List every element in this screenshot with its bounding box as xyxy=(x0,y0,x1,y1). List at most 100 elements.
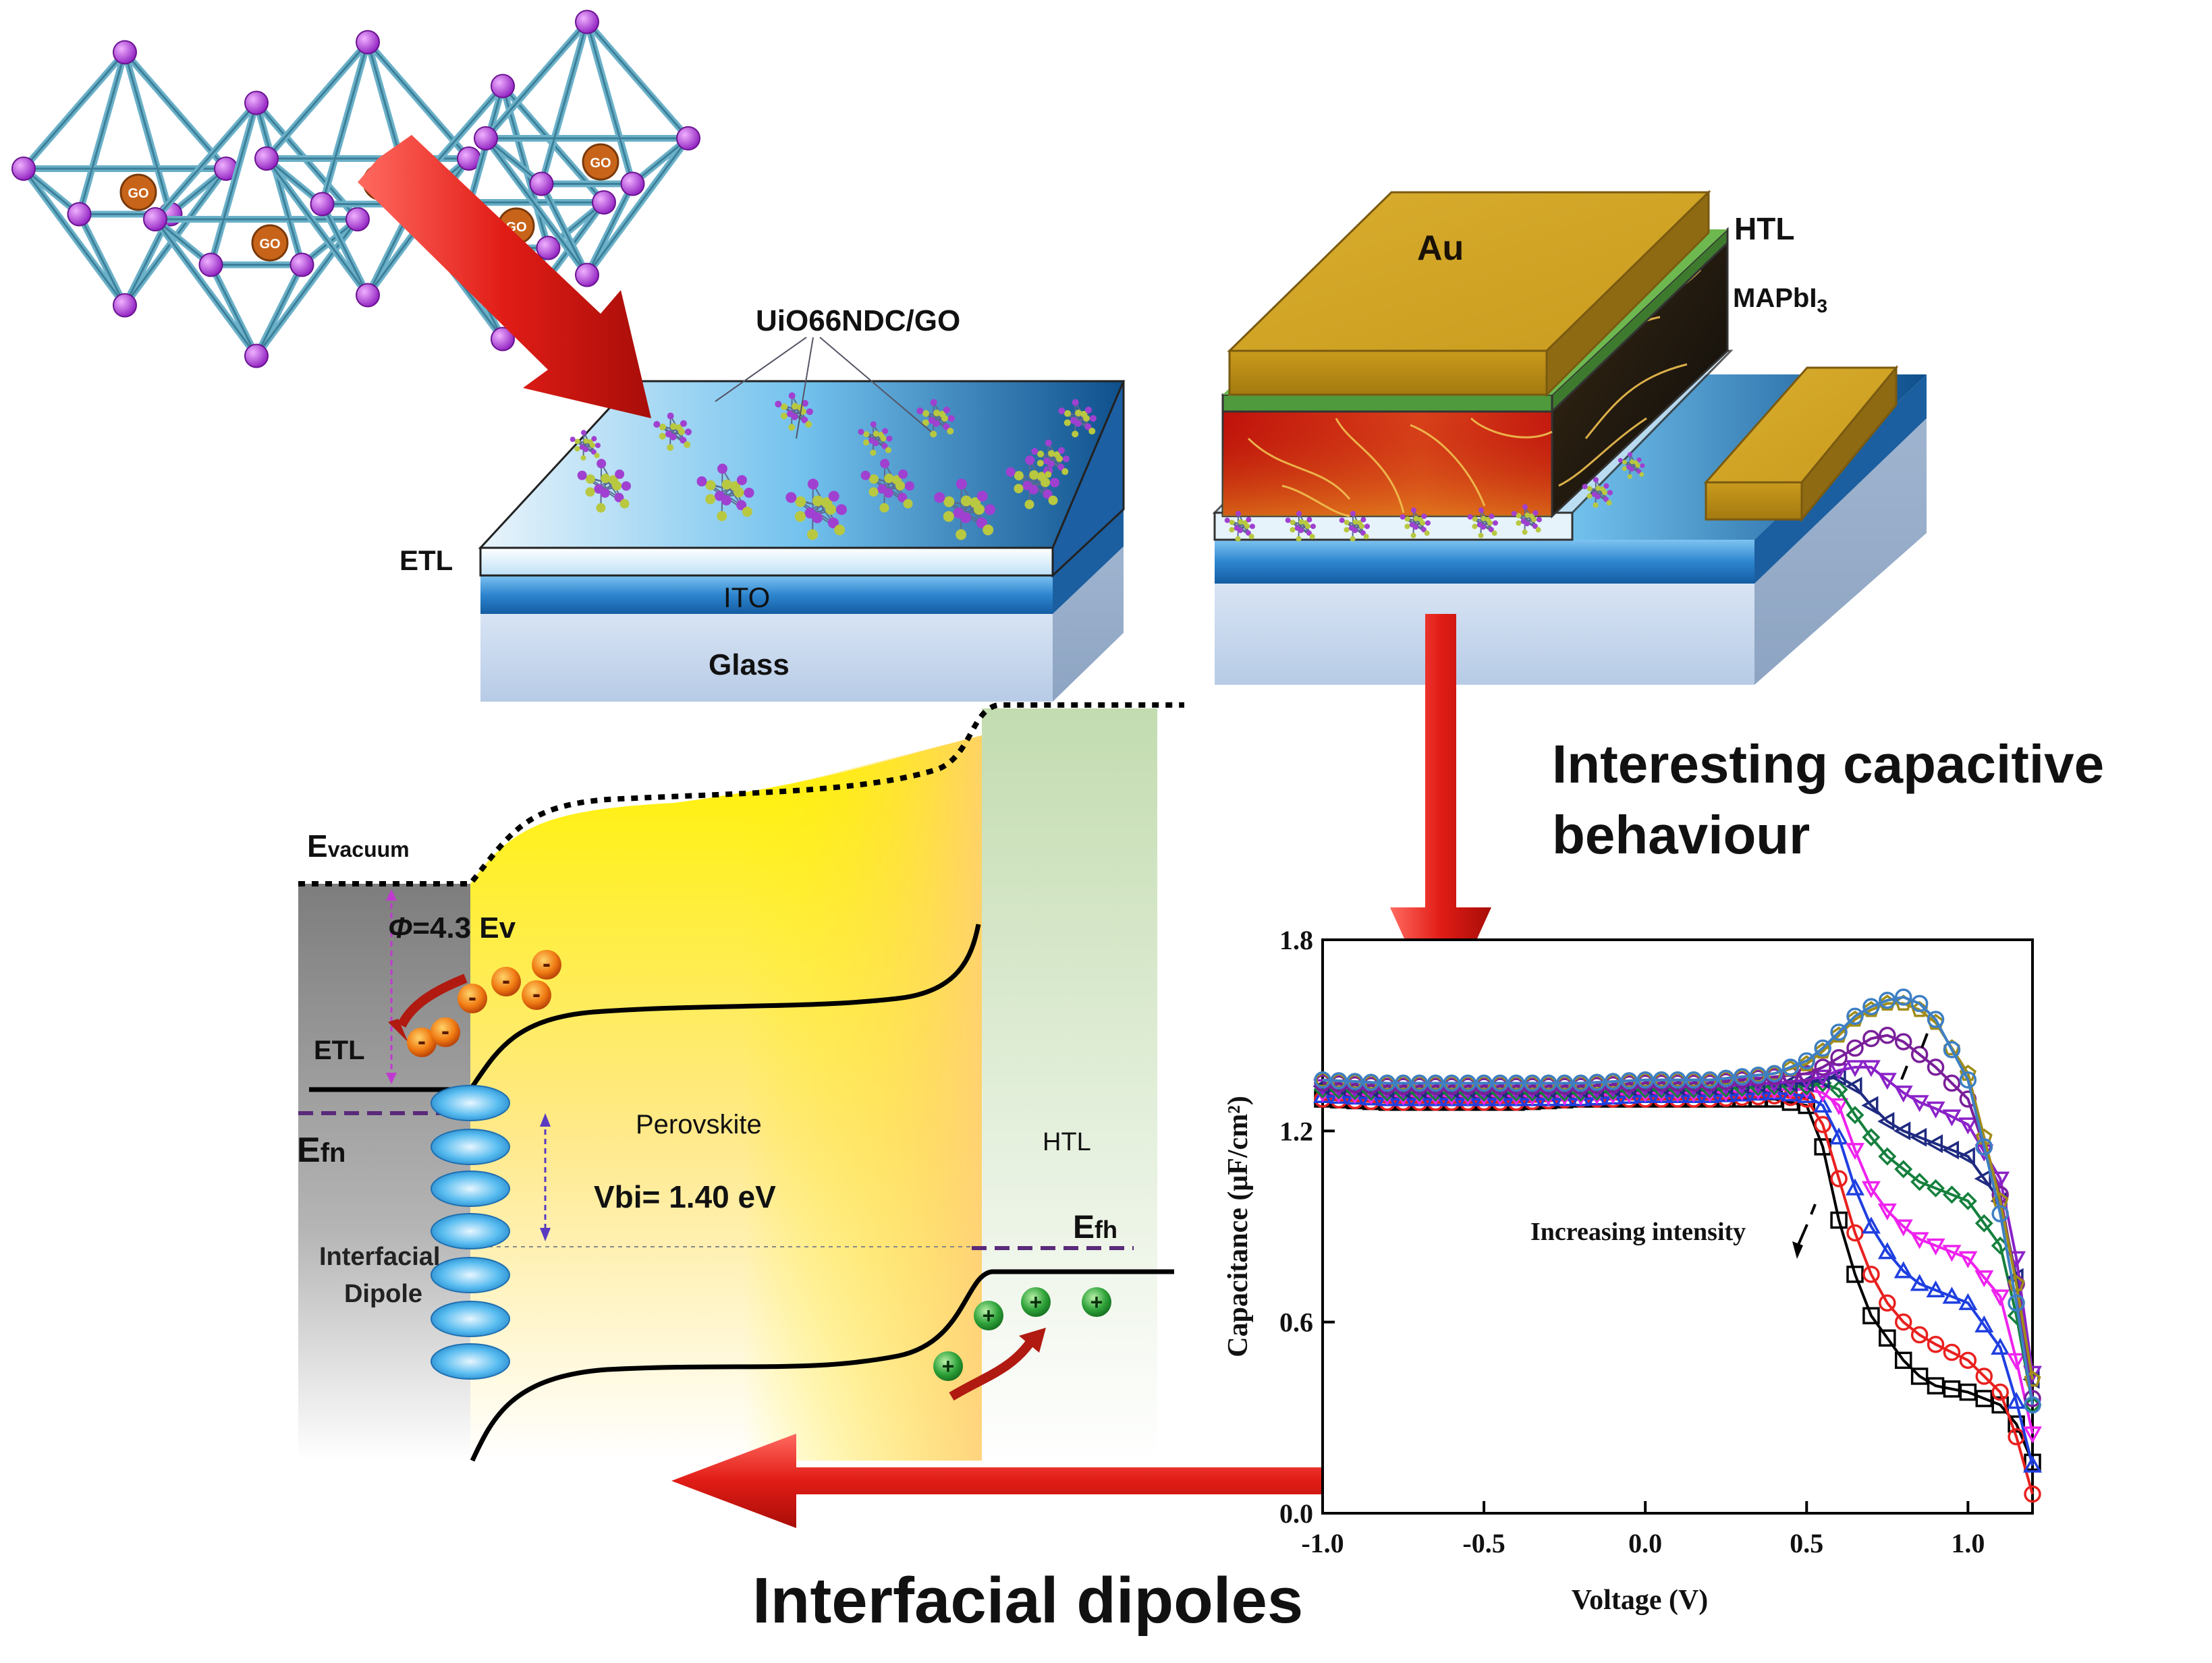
chart-point xyxy=(1846,1010,1864,1027)
crystal-atom xyxy=(788,424,796,431)
chart-point xyxy=(1927,1013,1945,1030)
chart-point xyxy=(1959,1071,1977,1089)
hole xyxy=(933,1351,963,1381)
chart-point xyxy=(2008,1294,2025,1312)
chart-point xyxy=(1636,1071,1654,1089)
crystal-atom xyxy=(1586,486,1593,492)
chart-point xyxy=(1894,1033,1912,1050)
vacuum-label: Evacuum xyxy=(307,828,410,864)
crystal-atom xyxy=(879,503,889,513)
crystal-atom xyxy=(1024,499,1034,509)
crystal-atom xyxy=(976,517,987,529)
crystal-atom xyxy=(1622,459,1627,465)
crystal-atom xyxy=(956,478,967,490)
crystal-atom xyxy=(1410,532,1416,538)
chart-point xyxy=(1943,1343,1961,1361)
crystal-atom xyxy=(684,428,692,436)
chart-annotation: Increasing intensity xyxy=(1530,1218,1746,1246)
film-label-leader xyxy=(819,337,932,432)
crystal-atom xyxy=(943,406,950,414)
metal-node xyxy=(244,343,269,368)
crystal-atom xyxy=(1045,471,1052,478)
crystal-atom xyxy=(883,488,893,498)
crystal-atom xyxy=(1031,448,1039,455)
crystal-atom xyxy=(1413,515,1419,522)
mof-linker-core xyxy=(78,52,126,215)
chart-point xyxy=(1894,1160,1913,1179)
mof-linker-core xyxy=(586,183,634,276)
crystal-atom xyxy=(1636,457,1642,462)
chart-point xyxy=(1861,1216,1881,1234)
electron xyxy=(407,1027,437,1057)
crystal-atom xyxy=(1617,457,1623,463)
chart-point xyxy=(1765,1065,1784,1083)
chart-point xyxy=(1539,1074,1557,1092)
crystal-atom xyxy=(1290,519,1296,526)
crystal-atom xyxy=(1350,536,1356,542)
chart-point xyxy=(1845,1077,1862,1096)
crystal-atom xyxy=(675,424,683,431)
crystal-atom xyxy=(1421,513,1427,519)
etl-layer xyxy=(479,546,1054,577)
phi-arrow-head xyxy=(386,889,397,901)
metal-node xyxy=(474,126,498,150)
crystal-atom xyxy=(736,475,747,486)
chart-point xyxy=(1942,1245,1962,1262)
chart-point xyxy=(1893,1219,1913,1237)
chart-point xyxy=(2007,1353,2026,1370)
mof-linker-core xyxy=(586,21,690,139)
crystal-atom xyxy=(947,428,954,435)
go-flake xyxy=(251,224,289,262)
crystal-atom xyxy=(812,512,823,524)
crystal-atom xyxy=(736,500,747,511)
chart-point xyxy=(2008,1274,2025,1291)
chart-point xyxy=(1846,1060,1864,1077)
crystal-atom xyxy=(1582,484,1588,490)
crystal-atom xyxy=(1062,455,1070,463)
metal-node xyxy=(356,283,380,308)
crystal-atom xyxy=(597,459,607,469)
crystal-atom xyxy=(1306,530,1312,536)
crystal-atom xyxy=(930,399,937,406)
crystal-atom xyxy=(880,459,890,469)
device-left: UiO66NDC/GO ETL ITO Glass xyxy=(399,304,1126,702)
crystal-atom xyxy=(1413,524,1419,530)
crystal-atom xyxy=(1298,519,1304,525)
crystal-atom xyxy=(1524,512,1530,518)
chart-point xyxy=(1378,1074,1396,1092)
crystal-atom xyxy=(1622,466,1627,472)
x-tick-label: 0.0 xyxy=(1628,1528,1662,1558)
crystal-atom xyxy=(807,529,819,540)
mof-linker-core xyxy=(154,102,258,220)
hole-sign: + xyxy=(942,1354,955,1378)
crystal-atom xyxy=(1339,517,1345,524)
chart-point xyxy=(1927,1377,1945,1394)
crystal-atom xyxy=(922,410,930,417)
chart-point xyxy=(1927,1179,1945,1197)
chart-point xyxy=(1830,1048,1848,1067)
crystal-atom xyxy=(1074,420,1082,427)
mof-linker-core xyxy=(78,213,126,306)
crystal-atom xyxy=(1309,534,1315,540)
chart-point xyxy=(1314,1071,1331,1089)
crystal-atom xyxy=(1075,410,1082,417)
chart-point xyxy=(1813,1095,1833,1113)
chart-point xyxy=(1943,1041,1961,1059)
metal-node xyxy=(244,90,269,115)
crystal-atom xyxy=(870,421,877,428)
crystal-atom xyxy=(669,433,677,441)
go-label: GO xyxy=(259,237,280,252)
crystal-atom xyxy=(886,435,893,442)
chart-point xyxy=(1877,1242,1897,1260)
chart-point xyxy=(1846,1266,1864,1283)
crystal-atom xyxy=(574,446,580,452)
electron-sign: - xyxy=(502,966,510,994)
mof-linker-core xyxy=(255,103,303,265)
uio66-crystal xyxy=(1339,511,1370,542)
electron-flow-arrow xyxy=(397,974,468,1028)
chart-point xyxy=(2024,1485,2041,1503)
crystal-atom xyxy=(601,474,611,484)
metal-node xyxy=(345,207,370,231)
crystal-atom xyxy=(1628,452,1633,457)
chart-point xyxy=(1893,1261,1913,1278)
